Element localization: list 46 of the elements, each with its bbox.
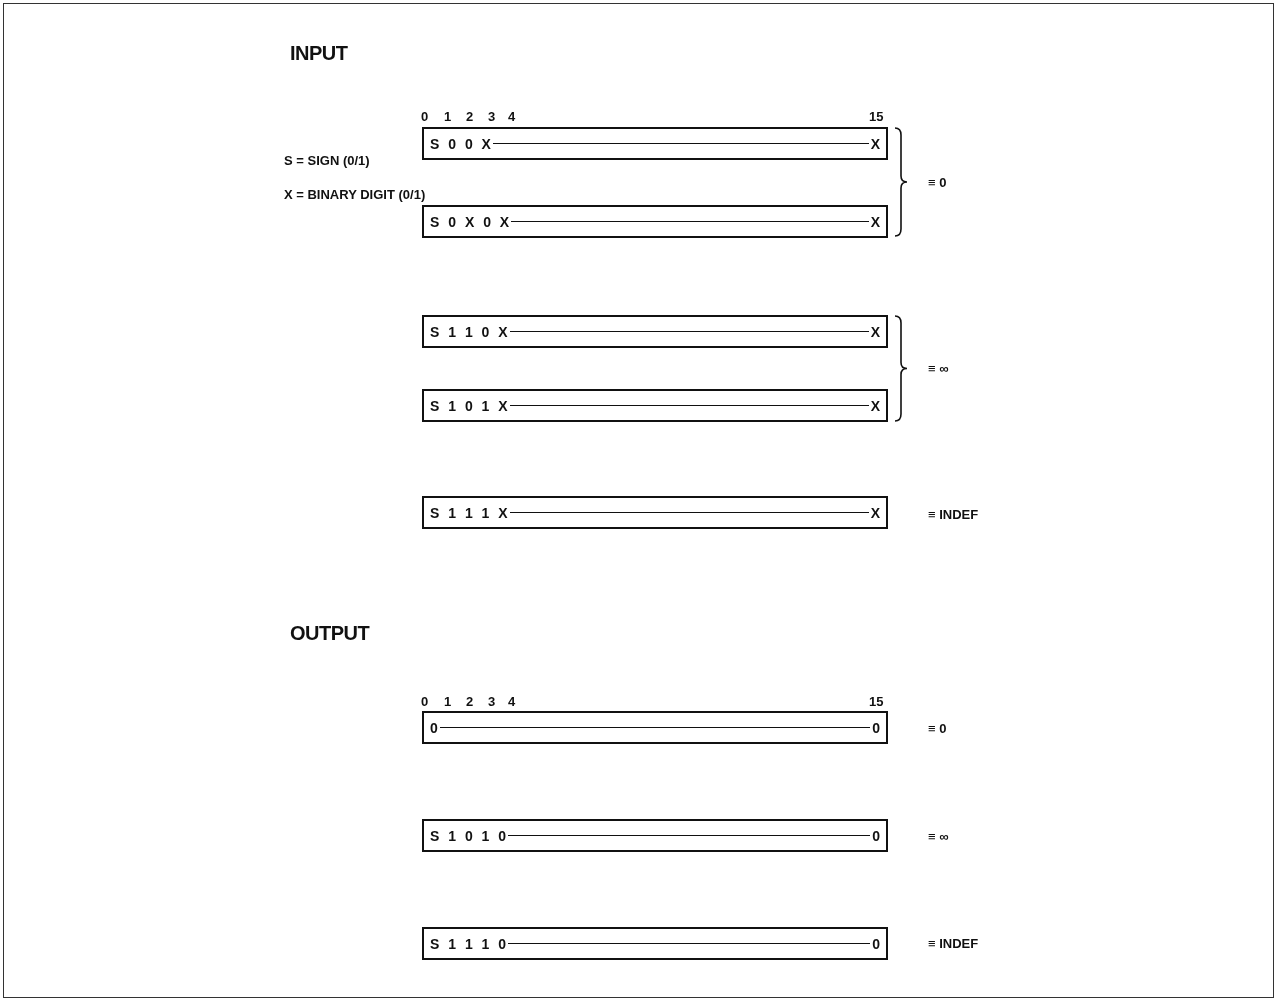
section-heading: INPUT [290, 42, 348, 65]
register-field [422, 205, 888, 238]
bit-number: 4 [508, 694, 516, 709]
last-bit: X [870, 135, 880, 152]
bit-number: 15 [869, 109, 884, 124]
last-bit: 0 [872, 935, 880, 952]
register-field [422, 819, 888, 852]
equivalence-label: ≡ 0 [928, 721, 947, 736]
last-bit: X [870, 323, 880, 340]
last-bit: X [870, 504, 880, 521]
register-field [422, 711, 888, 744]
equivalence-label: ≡ ∞ [928, 829, 949, 844]
equivalence-label: ≡ INDEF [928, 507, 979, 522]
leading-bits: S 1 0 1 0 [430, 827, 507, 844]
last-bit: 0 [872, 827, 880, 844]
bit-number: 1 [444, 694, 452, 709]
bit-number: 1 [444, 109, 452, 124]
bit-number: 2 [466, 109, 474, 124]
equivalence-label: ≡ 0 [928, 175, 947, 190]
leading-bits: S 1 1 1 X [430, 504, 508, 521]
register-field [422, 389, 888, 422]
legend-note: X = BINARY DIGIT (0/1) [284, 187, 427, 202]
leading-bits: S 1 1 1 0 [430, 935, 507, 952]
bit-number: 2 [466, 694, 474, 709]
legend-note: S = SIGN (0/1) [284, 153, 370, 168]
last-bit: 0 [872, 719, 880, 736]
last-bit: X [870, 213, 880, 230]
bit-number: 0 [421, 109, 429, 124]
register-field [422, 127, 888, 160]
leading-bits: 0 [430, 719, 438, 736]
leading-bits: S 1 0 1 X [430, 397, 508, 414]
bit-number: 4 [508, 109, 516, 124]
bit-number: 3 [488, 109, 496, 124]
bit-number: 3 [488, 694, 496, 709]
last-bit: X [870, 397, 880, 414]
bit-number: 15 [869, 694, 884, 709]
equivalence-label: ≡ ∞ [928, 361, 949, 376]
leading-bits: S 0 X 0 X [430, 213, 510, 230]
leading-bits: S 0 0 X [430, 135, 491, 152]
section-heading: OUTPUT [290, 622, 370, 645]
leading-bits: S 1 1 0 X [430, 323, 508, 340]
register-field [422, 496, 888, 529]
register-field [422, 315, 888, 348]
bit-number: 0 [421, 694, 429, 709]
register-field [422, 927, 888, 960]
equivalence-label: ≡ INDEF [928, 936, 979, 951]
